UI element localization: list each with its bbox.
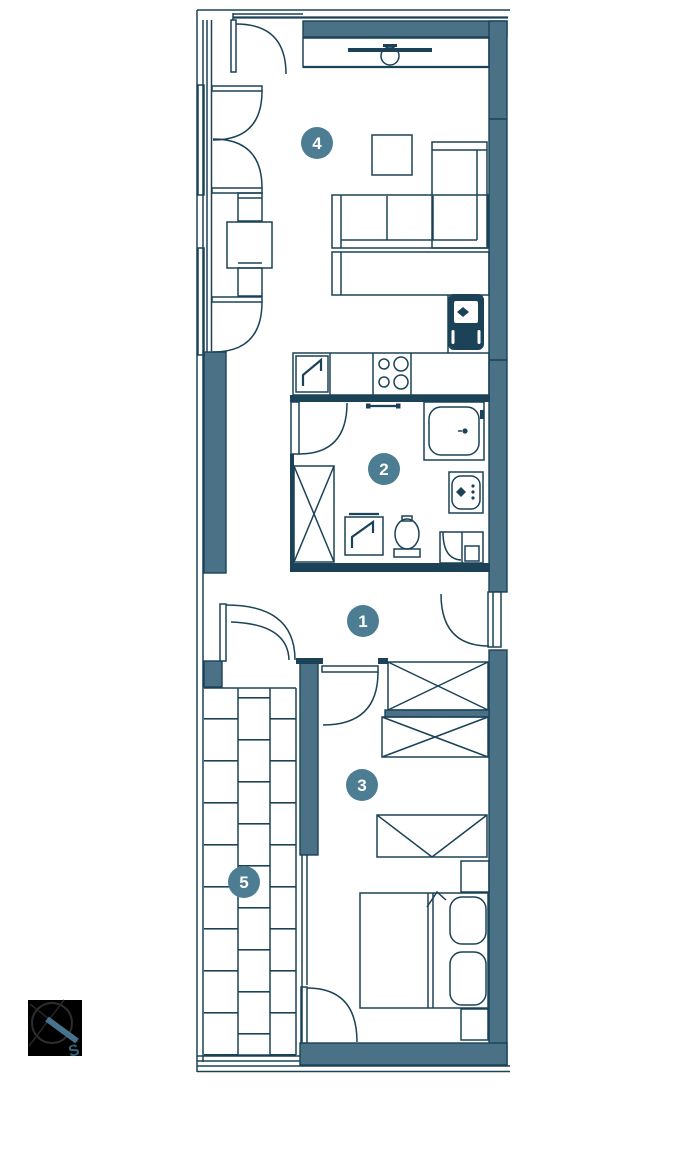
bed-mattress: [359, 892, 489, 1009]
kitchen-counter: [331, 251, 490, 296]
blanket-fold: [426, 890, 447, 908]
compass: S: [28, 999, 82, 1061]
stove-icon: [378, 356, 409, 390]
washbasin: [448, 471, 484, 514]
kitchen-lower-counter: [292, 352, 490, 396]
kitchen: [292, 251, 490, 396]
window-sill: [197, 84, 205, 196]
nightstand: [460, 1008, 489, 1041]
dishwasher-icon: [295, 355, 329, 393]
wardrobe-bedroom: [381, 716, 489, 758]
hallway-walls: [296, 658, 388, 664]
living-door-top: [230, 19, 287, 75]
pillow: [449, 896, 487, 945]
bedroom-door: [321, 665, 379, 726]
bedroom-window: [301, 855, 308, 1043]
bathroom-door: [290, 401, 348, 455]
exterior-walls: [203, 20, 508, 1066]
french-door-upper: [211, 85, 263, 141]
svg-text:5: 5: [239, 873, 248, 892]
bed: [359, 860, 490, 1041]
nightstand: [460, 860, 490, 893]
room-badge-hallway: 1: [347, 605, 379, 637]
bedroom-balcony-door: [300, 986, 358, 1044]
french-door-lower: [211, 138, 263, 194]
svg-text:3: 3: [357, 776, 366, 795]
terrace-outline: [196, 9, 510, 1073]
room-badge-balcony: 5: [228, 866, 260, 898]
wardrobe-hall: [387, 661, 489, 711]
living-door-bottom: [211, 296, 263, 353]
towel-rail: [366, 403, 401, 409]
room-badges: 4 2 1 3 5: [228, 127, 400, 898]
pillow: [449, 951, 487, 1006]
room-badge-living: 4: [301, 127, 333, 159]
toilet: [393, 515, 421, 558]
dresser: [376, 814, 488, 858]
dining-set: [226, 192, 273, 297]
compass-south-label: S: [67, 1042, 82, 1061]
svg-text:1: 1: [358, 612, 367, 631]
hallway-balcony-door: [219, 603, 296, 662]
dining-table: [226, 221, 273, 269]
doors: [211, 19, 502, 1044]
room-badge-bedroom: 3: [346, 769, 378, 801]
balcony-tiles: [204, 687, 297, 1056]
tv-screen-icon: [348, 48, 432, 52]
living-room-furniture: [226, 37, 490, 297]
washing-machine-icon: [344, 512, 384, 556]
kitchen-sink: [448, 294, 484, 350]
corner-unit: [439, 531, 484, 564]
bedroom-furniture: [301, 661, 490, 1043]
compass-needle-icon: [45, 1016, 79, 1044]
shower: [423, 401, 485, 461]
room-badge-bathroom: 2: [368, 453, 400, 485]
bathroom: [290, 395, 490, 572]
window-sill: [197, 247, 205, 356]
chair: [237, 267, 263, 297]
sofa: [331, 141, 489, 249]
svg-text:4: 4: [312, 134, 322, 153]
entrance-door: [440, 591, 502, 648]
svg-text:2: 2: [379, 460, 388, 479]
chair: [237, 192, 263, 222]
coffee-table: [371, 134, 413, 176]
bathroom-cabinet: [293, 465, 335, 563]
compass-ring: [31, 1002, 73, 1044]
